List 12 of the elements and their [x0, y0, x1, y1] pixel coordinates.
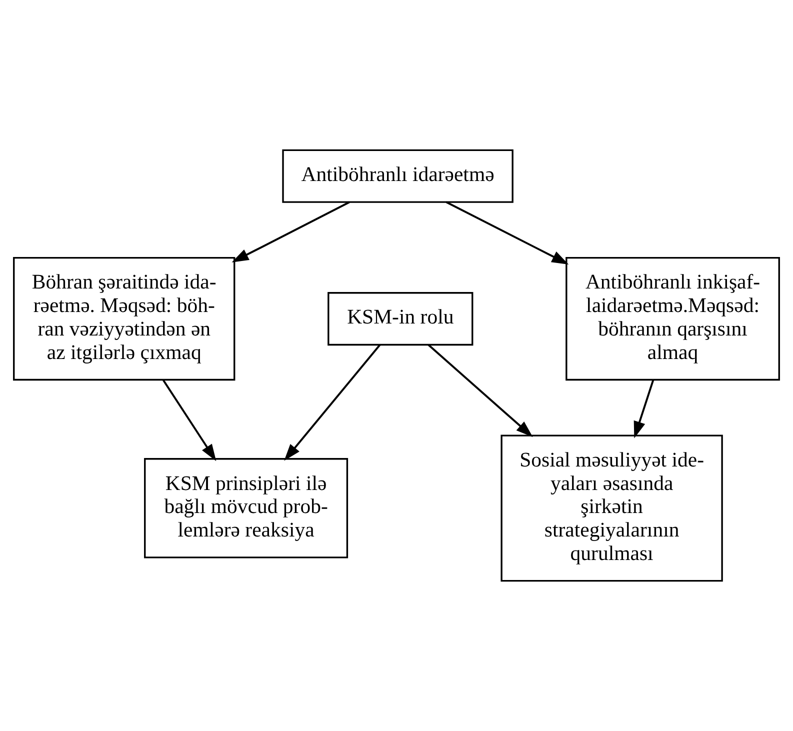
arrow: [634, 380, 654, 438]
node-box: KSM-in rolu: [328, 292, 474, 346]
node-box: Böhran şəraitində ida- rəetmə. Məqsəd: böh- ran vəziyyətindən ən az itgilərlə çıxmaq: [13, 257, 236, 381]
node-box: Antiböhranlı idarəetmə: [282, 149, 514, 203]
node-box: Antiböhranlı inkişaf- laidarəetmə.Məqsəd: böhranın qarşısını almaq: [566, 257, 780, 381]
arrow: [284, 344, 381, 461]
node-box: KSM prinsipləri ilə bağlı mövcud prob- lemlərə reaksiya: [144, 458, 348, 558]
arrow: [446, 201, 569, 264]
node-box: Sosial məsuliyyət ide- yaları əsasında şirkətin strategiyalarının qurulması: [500, 434, 723, 582]
arrow: [232, 201, 350, 262]
arrow: [428, 344, 533, 438]
arrow: [162, 380, 216, 462]
